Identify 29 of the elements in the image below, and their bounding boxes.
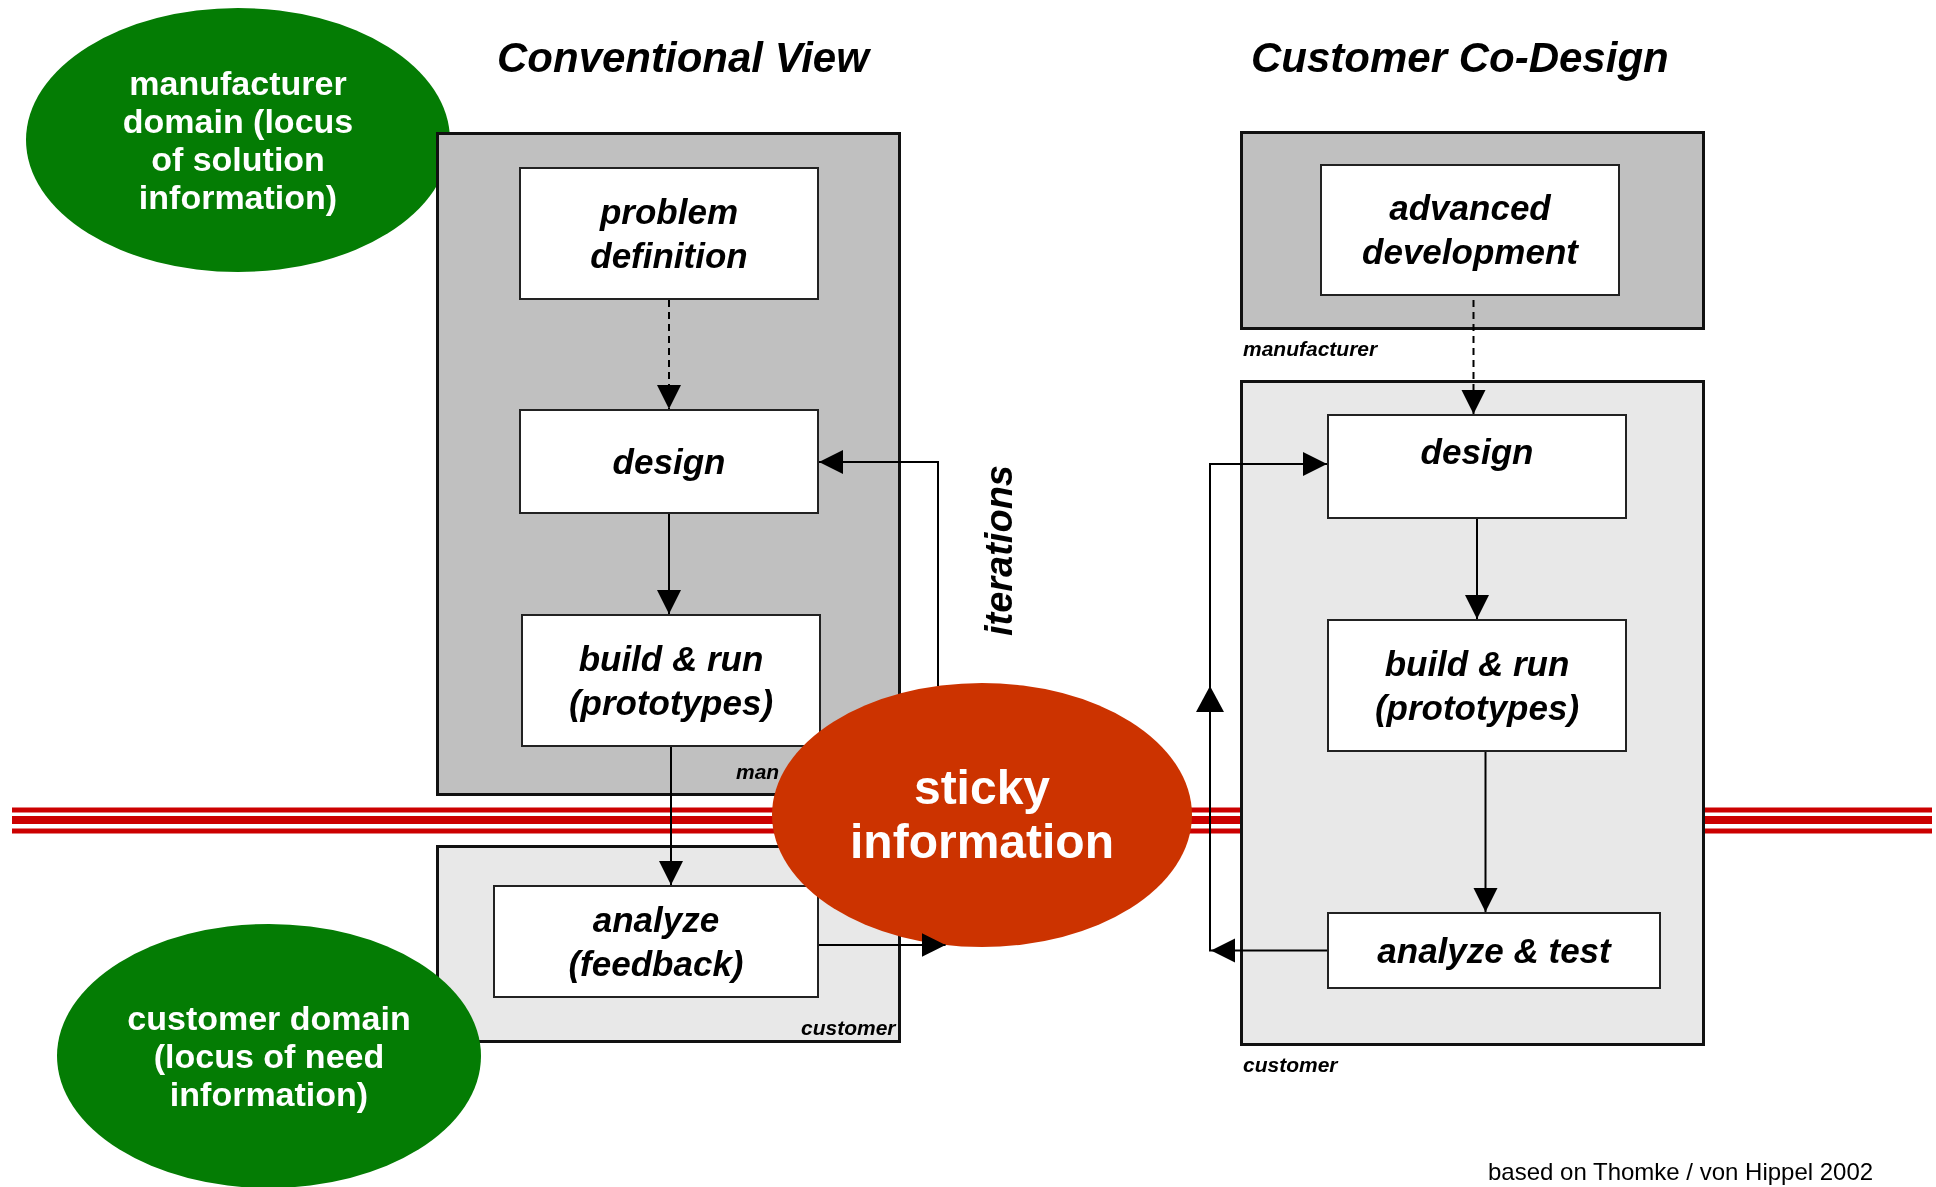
loop-label: iterations [978, 465, 1021, 637]
ellipse-label: customer domain (locus of need information) [126, 998, 412, 1114]
process-box [519, 409, 819, 514]
box-label: problem definition [589, 190, 749, 277]
process-box [1327, 619, 1627, 752]
region-label: manufacturer [1243, 337, 1378, 361]
column-heading: Customer Co-Design [1251, 34, 1669, 82]
box-label: analyze & test [1377, 929, 1611, 972]
process-box [493, 885, 819, 998]
process-box [1320, 164, 1620, 296]
process-box [1327, 912, 1661, 989]
box-label: design [1420, 431, 1534, 473]
source-note: based on Thomke / von Hippel 2002 [1488, 1158, 1874, 1186]
region-label: man [736, 760, 780, 784]
process-box [519, 167, 819, 300]
domain-ellipse [26, 8, 450, 272]
region-panel [436, 132, 901, 796]
process-box [1327, 414, 1627, 519]
ellipse-label: manufacturer domain (locus of solution information) [121, 63, 355, 217]
ellipse-label: sticky information [849, 761, 1115, 869]
box-label: advanced development [1361, 187, 1580, 273]
region-label: customer [801, 1016, 896, 1040]
box-label: build & run (prototypes) [567, 637, 775, 724]
box-label: design [612, 440, 726, 483]
box-label: analyze (feedback) [567, 898, 745, 985]
box-label: build & run (prototypes) [1373, 642, 1581, 729]
process-box [521, 614, 821, 747]
column-heading: Conventional View [497, 34, 869, 82]
region-label: customer [1243, 1053, 1338, 1077]
